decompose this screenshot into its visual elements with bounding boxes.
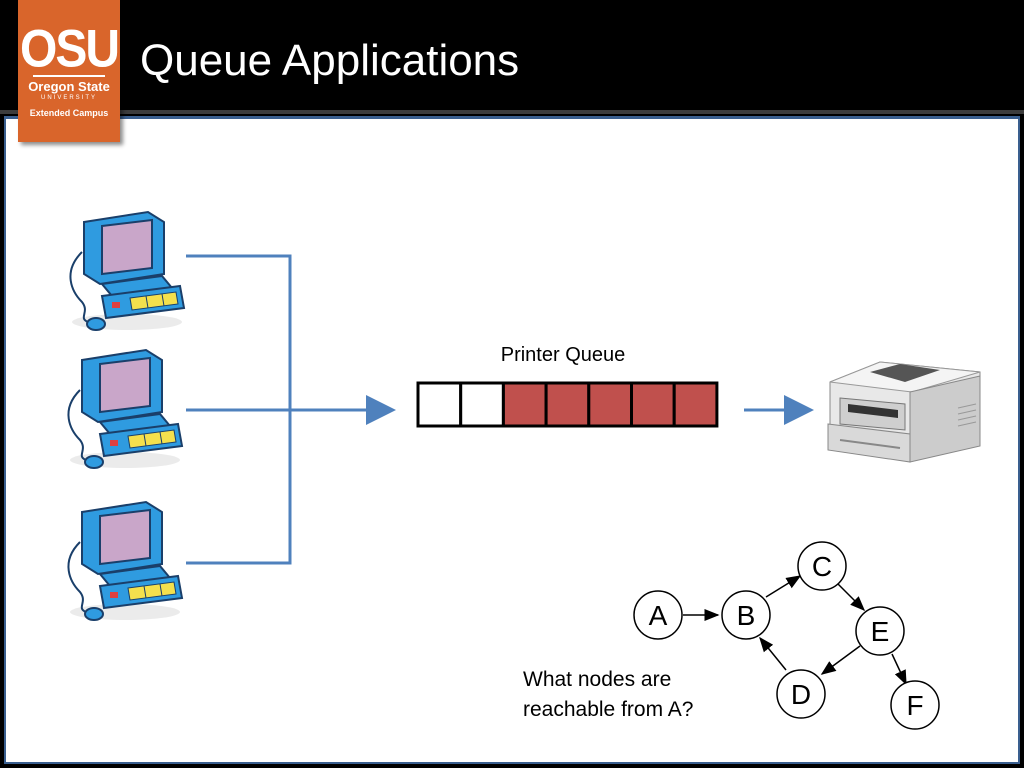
page-title: Queue Applications	[140, 36, 520, 85]
queue-slot-empty	[459, 381, 505, 428]
graph-node-b: B	[721, 590, 771, 640]
graph-node-label: A	[649, 600, 668, 631]
printer-icon	[827, 361, 981, 463]
graph	[683, 575, 907, 686]
queue-slot-filled	[672, 381, 719, 428]
graph-node-label: D	[791, 679, 811, 710]
queue-slot-empty	[416, 381, 463, 428]
graph-node-label: B	[737, 600, 756, 631]
queue-slot-filled	[587, 381, 633, 428]
graph-node-a: A	[633, 590, 683, 640]
graph-node-circle	[776, 669, 826, 719]
graph-node-circle	[890, 680, 940, 730]
logo-acronym: OSU	[19, 20, 120, 79]
computer-icon-1	[69, 211, 185, 331]
queue-slot-filled	[630, 381, 676, 428]
connector-lines	[186, 254, 814, 565]
computer-icon-3	[67, 501, 183, 621]
printer-queue	[416, 381, 719, 428]
logo-campus: Extended Campus	[29, 108, 109, 118]
title-divider	[0, 110, 1024, 114]
graph-node-label: F	[906, 690, 923, 721]
graph-node-f: F	[890, 680, 940, 730]
logo-name: Oregon State	[28, 79, 110, 94]
graph-nodes: A B C D E F	[633, 541, 940, 730]
graph-node-circle	[855, 606, 905, 656]
graph-node-circle	[721, 590, 771, 640]
graph-node-label: C	[812, 551, 832, 582]
graph-node-d: D	[776, 669, 826, 719]
graph-node-circle	[797, 541, 847, 591]
osu-logo: OSU Oregon State UNIVERSITY Extended Cam…	[18, 0, 120, 142]
queue-label: Printer Queue	[501, 344, 626, 366]
graph-node-circle	[633, 590, 683, 640]
queue-slot-filled	[501, 381, 548, 428]
graph-node-label: E	[871, 616, 890, 647]
computer-icon-2	[67, 349, 183, 469]
queue-slot-filled	[544, 381, 591, 428]
logo-subtitle: UNIVERSITY	[40, 95, 97, 101]
question-line-1: What nodes are	[523, 668, 671, 691]
logo-divider	[33, 75, 105, 77]
question-line-2: reachable from A?	[523, 698, 693, 721]
graph-node-c: C	[797, 541, 847, 591]
graph-node-e: E	[855, 606, 905, 656]
